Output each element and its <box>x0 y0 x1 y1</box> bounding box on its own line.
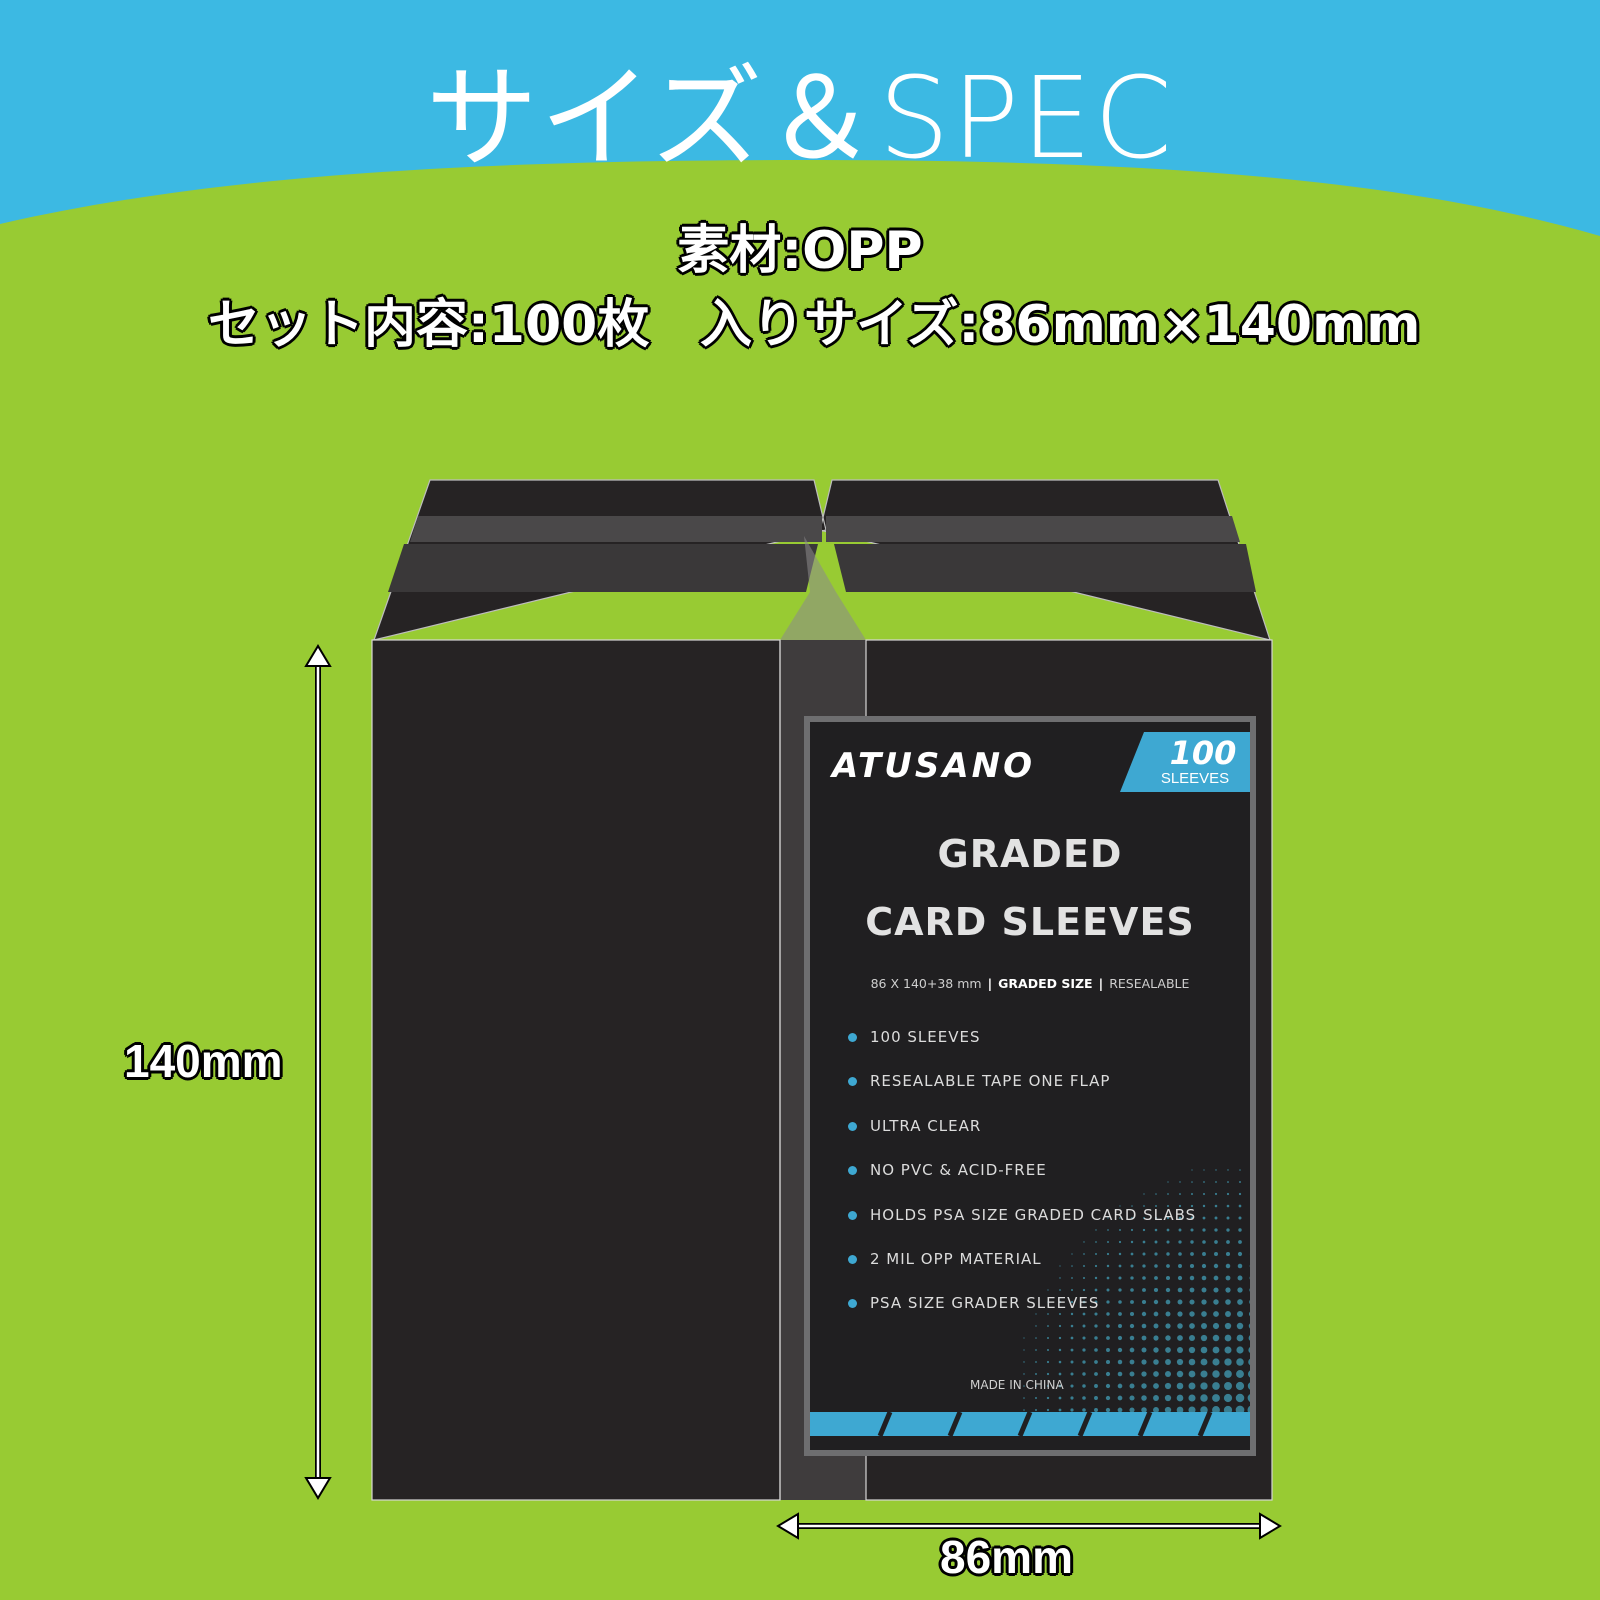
center-pleat <box>780 536 866 640</box>
spec-feature: RESEALABLE <box>1109 976 1190 991</box>
bullet-dot-icon <box>848 1121 857 1131</box>
width-label: 86mm <box>940 1531 1073 1583</box>
feature-item: NO PVC & ACID-FREE <box>848 1161 1196 1205</box>
spec-size: 86 X 140+38 mm <box>870 976 982 991</box>
feature-item: ULTRA CLEAR <box>848 1117 1196 1161</box>
feature-item: RESEALABLE TAPE ONE FLAP <box>848 1072 1196 1116</box>
package-spec-line: 86 X 140+38 mm|GRADED SIZE|RESEALABLE <box>870 976 1190 991</box>
feature-item: 100 SLEEVES <box>848 1028 1196 1072</box>
package-title-line1: GRADED <box>937 832 1123 876</box>
feature-item: PSA SIZE GRADER SLEEVES <box>848 1294 1196 1338</box>
adhesive-strip-right <box>826 516 1240 542</box>
adhesive-strip-left <box>410 516 822 542</box>
halftone-pattern <box>1023 1169 1250 1415</box>
height-arrow <box>304 644 332 1500</box>
header-banner <box>0 0 1600 236</box>
brand-logo: ATUSANO <box>832 746 1036 786</box>
bullet-dot-icon <box>848 1210 857 1220</box>
spec-set-contents: セット内容:100枚 <box>208 295 650 355</box>
bullet-dot-icon <box>848 1166 857 1176</box>
product-package: ATUSANO 100 SLEEVES GRADED CARD SLEEVES … <box>804 716 1256 1456</box>
count-number: 100 <box>1169 734 1237 772</box>
count-unit: SLEEVES <box>1160 770 1230 787</box>
bullet-dot-icon <box>848 1033 857 1042</box>
width-arrow <box>776 1512 1282 1540</box>
spec-type: GRADED SIZE <box>998 976 1093 991</box>
bullet-dot-icon <box>848 1299 857 1309</box>
page-title: サイズ＆SPEC <box>425 54 1175 184</box>
package-title-line2: CARD SLEEVES <box>865 900 1195 944</box>
bullet-dot-icon <box>848 1077 857 1087</box>
feature-item: 2 MIL OPP MATERIAL <box>848 1250 1196 1294</box>
feature-list: 100 SLEEVES RESEALABLE TAPE ONE FLAP ULT… <box>848 1028 1196 1339</box>
package-face: ATUSANO 100 SLEEVES GRADED CARD SLEEVES … <box>810 722 1250 1450</box>
count-badge <box>1120 732 1250 792</box>
height-label: 140mm <box>124 1035 283 1087</box>
sleeve-body-left <box>371 639 781 1501</box>
stripe-bar <box>810 1412 1250 1436</box>
spec-material: 素材:OPP <box>677 221 923 281</box>
made-in-label: MADE IN CHINA <box>970 1378 1064 1392</box>
bullet-dot-icon <box>848 1254 857 1264</box>
spec-fit-size: 入りサイズ:86mm×140mm <box>700 295 1421 355</box>
feature-item: HOLDS PSA SIZE GRADED CARD SLABS <box>848 1206 1196 1250</box>
